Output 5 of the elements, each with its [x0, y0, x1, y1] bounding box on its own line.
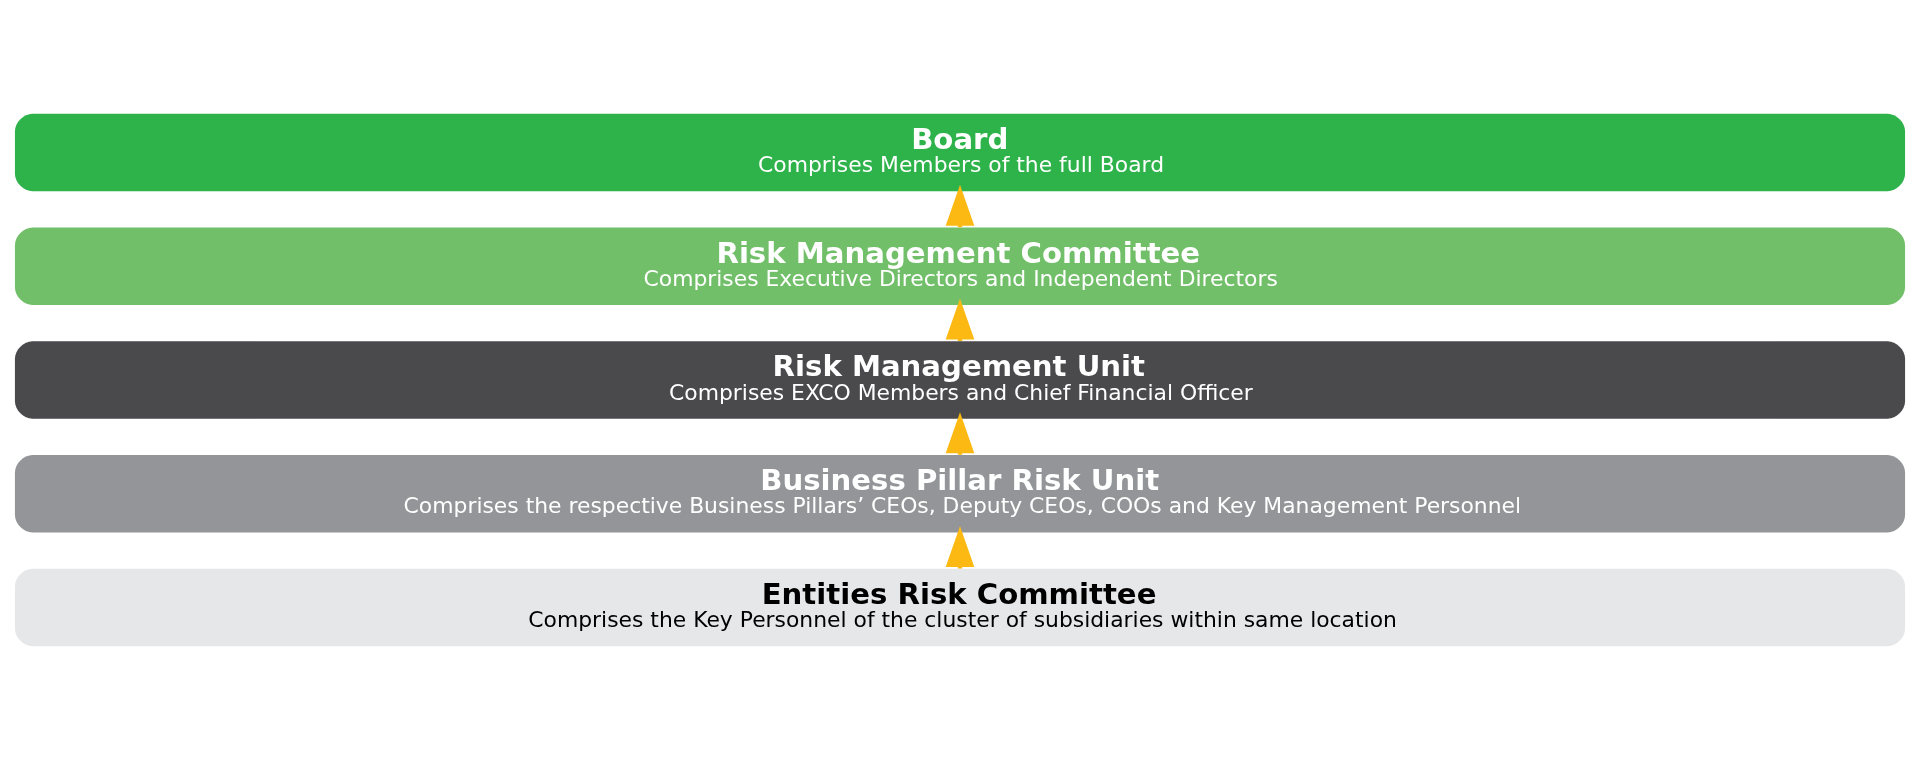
- node-box: Risk Management Unit Comprises EXCO Members and Chief Financial Officer: [14, 341, 1906, 419]
- node-box: Entities Risk Committee Comprises the Key Personnel of the cluster of subsidiaries within same location: [14, 568, 1906, 647]
- node-box: Risk Management Committee Comprises Executive Directors and Independent Directors: [14, 227, 1906, 305]
- node-box: Business Pillar Risk Unit Comprises the respective Business Pillars’ CEOs, Deputy CEOs, COOs and Key Management Personnel: [14, 455, 1906, 533]
- node-box: Board Comprises Members of the full Board: [14, 113, 1906, 192]
